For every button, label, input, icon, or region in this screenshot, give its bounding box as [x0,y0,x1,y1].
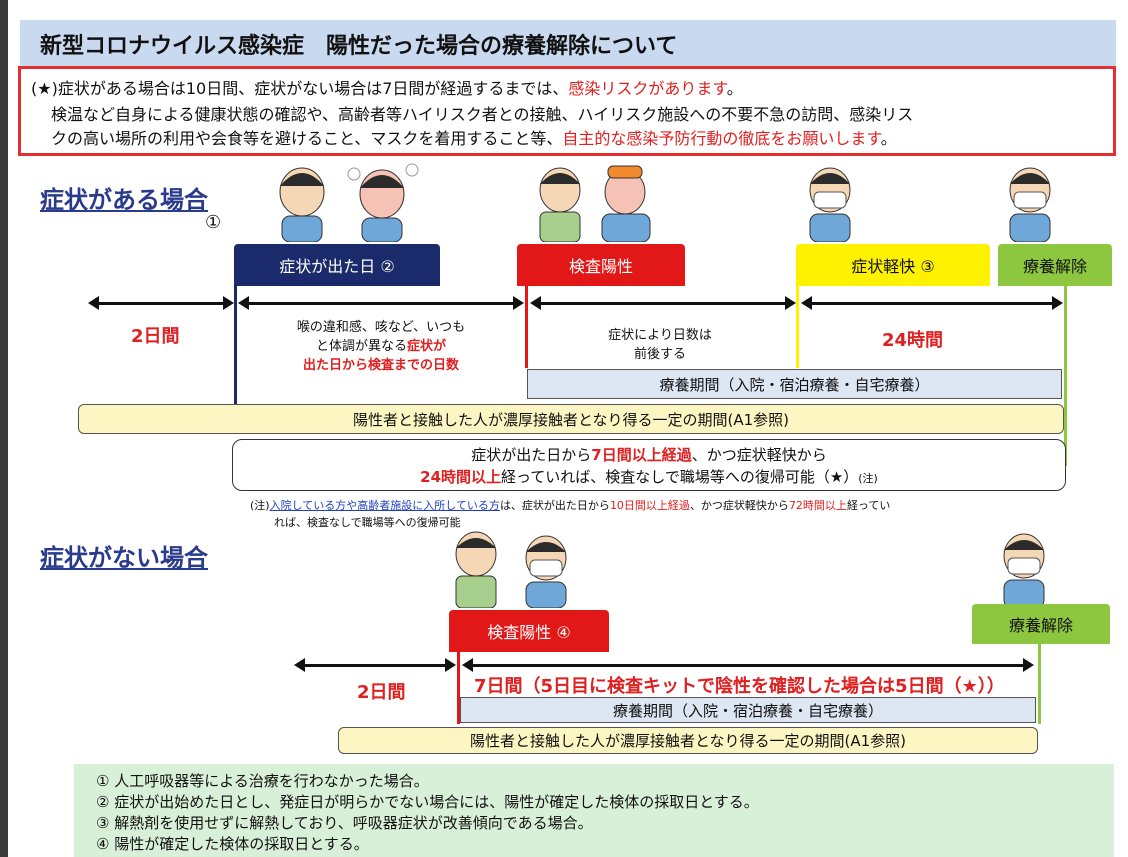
footnote-text: 経ってい [846,499,891,512]
notice-line-2: 検温など自身による健康状態の確認や、高齢者等ハイリスク者との接触、ハイリスク施設… [51,105,914,124]
arrow-2days [98,302,224,305]
rule-note-mark: (注) [858,472,878,485]
arrow-head [294,658,305,672]
days-vary-description: 症状により日数は 前後する [560,326,760,364]
onset-desc-red: 出た日から検査までの日数 [302,358,459,373]
asym-release-box: 療養解除 [972,604,1110,644]
person-mask-icon [809,167,851,242]
footnote-hospital-link[interactable]: 入院している方や高齢者施設に入所している方 [269,499,500,512]
asym-contact-period-bar: 陽性者と接触した人が濃厚接触者となり得る一定の期間(A1参照) [338,727,1038,754]
person-testing-icon [455,531,567,608]
footnote-text: 、かつ症状軽快から [689,499,789,512]
arrow-head [462,658,473,672]
arrow-head [1052,296,1063,310]
onset-day-box: 症状が出た日 ② [234,244,440,286]
marker-1: ① [205,212,222,233]
notice-request-text: 自主的な感染予防行動の徹底をお願いします [562,129,881,148]
title-band [20,20,1116,66]
rule-red-text: 7日間以上経過 [591,446,692,464]
notice-text: (★)症状がある場合は10日間、症状がない場合は7日間が経過するまでは、 [31,79,569,98]
release-line [1064,286,1067,466]
person-testing-icon [539,165,651,242]
recuperation-period-bar: 療養期間（入院・宿泊療養・自宅療養） [527,369,1062,399]
page-edge-bar [0,0,8,857]
onset-desc-line: 喉の違和感、咳など、いつも [296,320,466,335]
return-rule-box: 症状が出た日から7日間以上経過、かつ症状軽快から 24時間以上経っていれば、検査… [232,439,1066,491]
rule-text: 、かつ症状軽快から [691,446,827,464]
asym-positive-test-box: 検査陽性 ④ [449,610,609,652]
arrow-head [1023,658,1034,672]
arrow-head [88,296,99,310]
days-desc-line: 前後する [633,347,686,362]
asymptomatic-heading: 症状がない場合 [40,544,208,572]
notice-text: クの高い場所の利用や会食等を避けること、マスクを着用すること等、 [51,129,563,148]
footnote-red-text: 10日間以上経過 [609,499,690,512]
asym-recuperation-period-bar: 療養期間（入院・宿泊療養・自宅療養） [460,697,1036,723]
notice-risk-text: 感染リスクがあります [568,79,727,98]
page-title: 新型コロナウイルス感染症 陽性だった場合の療養解除について [40,34,678,59]
footnote-line-2: れば、検査なしで職場等への復帰可能 [274,516,461,529]
symptom-improve-box: 症状軽快 ③ [796,244,990,286]
person-coughing-icon [279,167,325,242]
positive-test-box: 検査陽性 [517,244,685,286]
asym-positive-line [457,652,460,724]
asym-arrow-7days [472,664,1024,667]
note-1: ① 人工呼吸器等による治療を行わなかった場合。 [96,772,429,790]
arrow-head [530,296,541,310]
notes-box: ① 人工呼吸器等による治療を行わなかった場合。 ② 症状が出始めた日とし、発症日… [74,764,1114,857]
asym-label-2days: 2日間 [357,682,406,703]
person-testing-icon [601,165,651,242]
onset-desc-line: と体調が異なる症状が [258,337,504,356]
release-box: 療養解除 [998,244,1112,286]
arrow-head [238,296,249,310]
onset-line [234,286,237,404]
symptomatic-heading: 症状がある場合 [40,186,208,214]
asym-arrow-2days [304,664,446,667]
positive-line [525,286,528,368]
person-doctor-icon [455,531,497,608]
rule-line-1: 症状が出た日から7日間以上経過、かつ症状軽快から [233,444,1065,465]
notice-text: 。 [726,79,743,98]
footnote-red-text: 72時間以上 [788,499,847,512]
arrow-onset-to-test [248,302,514,305]
days-desc-line: 症状により日数は [608,328,712,343]
arrow-head [223,296,234,310]
notice-line-3: クの高い場所の利用や会食等を避けること、マスクを着用すること等、自主的な感染予防… [51,125,897,149]
note-3: ③ 解熱剤を使用せずに解熱しており、呼吸器症状が改善傾向である場合。 [96,814,593,832]
notice-line-1: (★)症状がある場合は10日間、症状がない場合は7日間が経過するまでは、感染リス… [31,75,743,99]
rule-text: 症状が出た日から [471,446,592,464]
note-2: ② 症状が出始めた日とし、発症日が明らかでない場合には、陽性が確定した検体の採取… [96,793,759,811]
rule-line-2: 24時間以上経っていれば、検査なしで職場等への復帰可能（★）(注) [233,466,1065,487]
asym-label-7days: 7日間（5日目に検査キットで陰性を確認した場合は5日間（★）） [474,676,1005,697]
rule-red-text: 24時間以上 [420,468,502,486]
arrow-head [513,296,524,310]
notice-box: (★)症状がある場合は10日間、症状がない場合は7日間が経過するまでは、感染リス… [18,66,1116,156]
onset-description: 喉の違和感、咳など、いつも と体調が異なる症状が 出た日から検査までの日数 [258,318,504,375]
person-feverish-icon [347,163,419,242]
arrow-head [801,296,812,310]
onset-desc-text: と体調が異なる [315,339,407,354]
person-mask-icon [525,535,567,608]
person-mask-icon [1003,533,1045,608]
rule-text: 経っていれば、検査なしで職場等への復帰可能（★） [501,468,859,486]
note-4: ④ 陽性が確定した検体の採取日とする。 [96,835,369,853]
person-mask-icon [1009,167,1051,242]
arrow-head [785,296,796,310]
onset-desc-red: 症状が [407,339,447,354]
arrow-24h [811,302,1053,305]
improve-line [796,286,799,368]
footnote-line-1: (注)入院している方や高齢者施設に入所している方は、症状が出た日から10日間以上… [250,497,890,513]
arrow-head [445,658,456,672]
footnote-text: (注) [250,499,270,512]
footnote-text: は、症状が出た日から [499,499,610,512]
label-2days: 2日間 [131,326,180,347]
label-24h: 24時間 [882,330,944,351]
arrow-test-to-improve [540,302,786,305]
contact-period-bar: 陽性者と接触した人が濃厚接触者となり得る一定の期間(A1参照) [78,404,1064,434]
notice-text: 。 [880,129,897,148]
person-doctor-icon [539,167,581,242]
asym-release-line [1038,644,1041,724]
person-coughing-icon [279,163,419,242]
